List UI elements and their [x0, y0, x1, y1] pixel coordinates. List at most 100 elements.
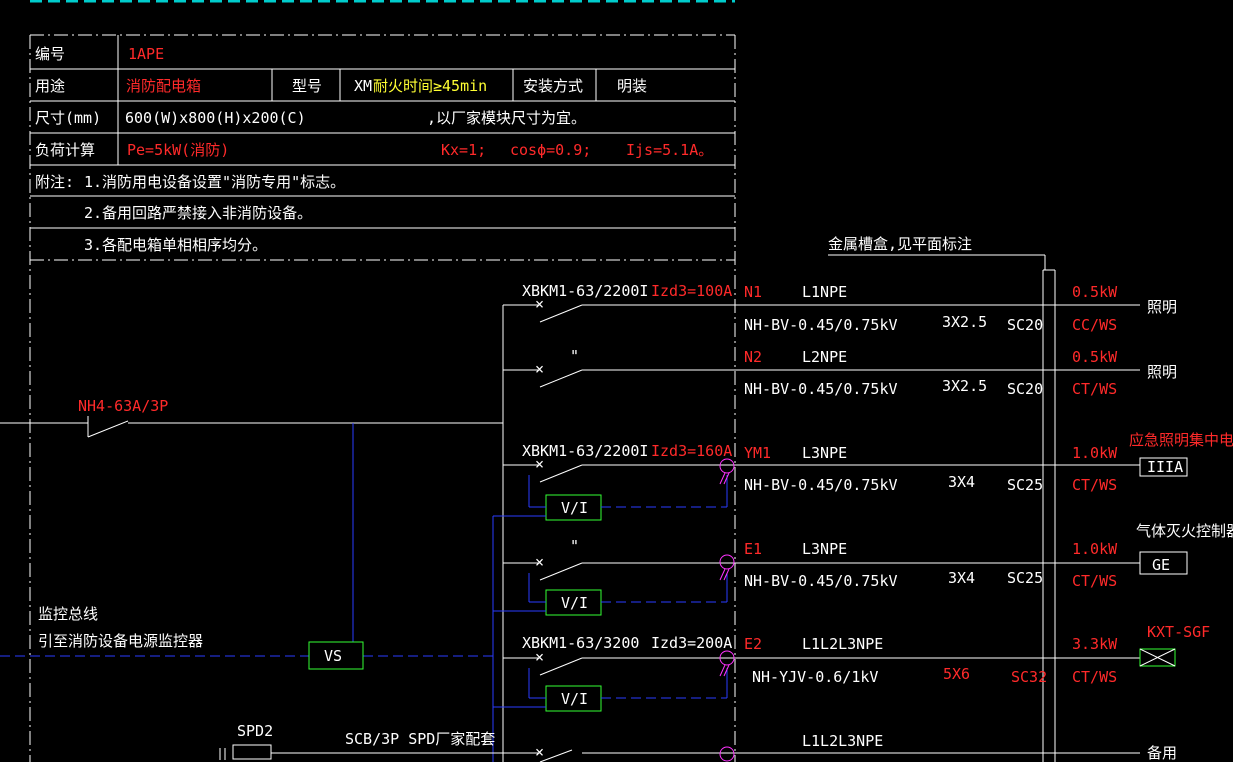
circuit-id: N2: [744, 348, 762, 366]
izd-label: Izd3=200A: [651, 634, 732, 652]
fan-symbol: [1139, 648, 1176, 667]
model-prefix: XM: [354, 77, 372, 95]
vi-label: V/I: [561, 594, 588, 612]
model-value: 耐火时间≥45min: [373, 77, 487, 95]
panel-id: 1APE: [128, 45, 164, 63]
label-usage: 用途: [35, 77, 65, 95]
panel-usage: 消防配电箱: [126, 77, 201, 95]
spd-section: SPD2 SCB/3P SPD厂家配套: [219, 722, 503, 760]
breaker-label: XBKM1-63/2200I: [522, 282, 648, 300]
size-note: ,以厂家模块尺寸为宜。: [427, 109, 586, 127]
tray-label: 金属槽盒,见平面标注: [828, 235, 972, 253]
circuit-cable: NH-YJV-0.6/1kV: [752, 668, 878, 686]
note-1: 1.消防用电设备设置"消防专用"标志。: [84, 173, 345, 191]
cross-mark: ×: [535, 553, 544, 571]
label-load: 负荷计算: [35, 141, 95, 159]
circuit-power: 1.0kW: [1072, 540, 1118, 558]
circuit-spare: × L1L2L3NPE 备用: [503, 732, 1177, 762]
note-2: 2.备用回路严禁接入非消防设备。: [84, 204, 312, 222]
circuit-power: 0.5kW: [1072, 348, 1118, 366]
device-box-label: GE: [1152, 556, 1170, 574]
load-ijs: Ijs=5.1A。: [626, 141, 713, 159]
device-box-label: IIIA: [1147, 458, 1183, 476]
circuit-cable: NH-BV-0.45/0.75kV: [744, 380, 898, 398]
cross-mark: ×: [535, 360, 544, 378]
device-box: [1139, 551, 1188, 575]
circuit-conduit: SC32: [1011, 668, 1047, 686]
circuit-cores: 5X6: [943, 665, 970, 683]
circuit-power: 1.0kW: [1072, 444, 1118, 462]
load-pe: Pe=5kW(消防): [127, 141, 229, 159]
circuit-laying: CT/WS: [1072, 380, 1117, 398]
breaker-label: XBKM1-63/3200: [522, 634, 639, 652]
circuit-cable: NH-BV-0.45/0.75kV: [744, 476, 898, 494]
spd-label: SPD2: [237, 722, 273, 740]
circuit-conduit: SC20: [1007, 316, 1043, 334]
circuit-phase: L2NPE: [802, 348, 847, 366]
device-box: [1139, 457, 1188, 477]
label-install: 安装方式: [523, 77, 583, 95]
circuit-cores: 3X2.5: [942, 377, 987, 395]
note-3: 3.各配电箱单相相序均分。: [84, 236, 267, 254]
circuit-conduit: SC25: [1007, 569, 1043, 587]
circuit-cores: 3X4: [948, 569, 975, 587]
circuit-ym1: × XBKM1-63/2200I Izd3=160A YM1 L3NPE NH-…: [493, 431, 1233, 521]
circuit-phase: L1L2L3NPE: [802, 732, 883, 750]
panel-size: 600(W)x800(H)x200(C): [125, 109, 306, 127]
vs-label: VS: [324, 647, 342, 665]
circuit-laying: CT/WS: [1072, 668, 1117, 686]
circuit-id: YM1: [744, 444, 771, 462]
circuit-n1: × XBKM1-63/2200I Izd3=100A N1 L1NPE NH-B…: [503, 282, 1177, 334]
enclosure-border: [29, 34, 736, 762]
circuit-id: N1: [744, 283, 762, 301]
circuit-cable: NH-BV-0.45/0.75kV: [744, 572, 898, 590]
vi-label: V/I: [561, 690, 588, 708]
circuit-cores: 3X4: [948, 473, 975, 491]
circuit-laying: CC/WS: [1072, 316, 1117, 334]
label-number: 编号: [35, 45, 65, 63]
label-size: 尺寸(mm): [35, 109, 101, 127]
circuit-id: E1: [744, 540, 762, 558]
circuit-cable: NH-BV-0.45/0.75kV: [744, 316, 898, 334]
circuit-destination: KXT-SGF: [1147, 623, 1210, 641]
circuit-destination: 照明: [1147, 298, 1177, 316]
circuit-phase: L1NPE: [802, 283, 847, 301]
monitor-line2: 引至消防设备电源监控器: [38, 632, 203, 650]
label-notes: 附注:: [35, 173, 74, 191]
monitor-section: VS 监控总线 引至消防设备电源监控器: [0, 423, 494, 762]
cross-mark: ×: [535, 743, 544, 761]
circuit-destination: 照明: [1147, 363, 1177, 381]
scb-label: SCB/3P SPD厂家配套: [345, 730, 495, 748]
circuit-id: E2: [744, 635, 762, 653]
main-breaker: NH4-63A/3P: [0, 397, 503, 438]
circuit-power: 3.3kW: [1072, 635, 1118, 653]
load-kx: Kx=1;: [441, 141, 486, 159]
circuit-conduit: SC25: [1007, 476, 1043, 494]
circuit-cores: 3X2.5: [942, 313, 987, 331]
circuit-phase: L1L2L3NPE: [802, 635, 883, 653]
main-breaker-label: NH4-63A/3P: [78, 397, 168, 415]
vs-module: [308, 641, 364, 670]
circuit-e1: × " E1 L3NPE NH-BV-0.45/0.75kV 3X4 SC25 …: [493, 522, 1233, 616]
load-cos: cosϕ=0.9;: [510, 141, 591, 159]
circuit-destination: 气体灭火控制器: [1136, 522, 1233, 540]
install-value: 明装: [617, 77, 647, 95]
circuit-phase: L3NPE: [802, 540, 847, 558]
info-table: 编号 1APE 用途 消防配电箱 型号 XM 耐火时间≥45min 安装方式 明…: [30, 35, 735, 254]
circuit-power: 0.5kW: [1072, 283, 1118, 301]
breaker-label: ": [570, 537, 579, 555]
monitor-line1: 监控总线: [38, 605, 98, 623]
cross-mark: ×: [535, 648, 544, 666]
circuit-phase: L3NPE: [802, 444, 847, 462]
cross-mark: ×: [535, 455, 544, 473]
circuit-conduit: SC20: [1007, 380, 1043, 398]
vi-label: V/I: [561, 499, 588, 517]
label-model: 型号: [292, 77, 322, 95]
breaker-label: ": [570, 347, 579, 365]
circuit-laying: CT/WS: [1072, 572, 1117, 590]
izd-label: Izd3=160A: [651, 442, 732, 460]
circuit-laying: CT/WS: [1072, 476, 1117, 494]
breaker-label: XBKM1-63/2200I: [522, 442, 648, 460]
circuit-destination: 备用: [1147, 744, 1177, 762]
